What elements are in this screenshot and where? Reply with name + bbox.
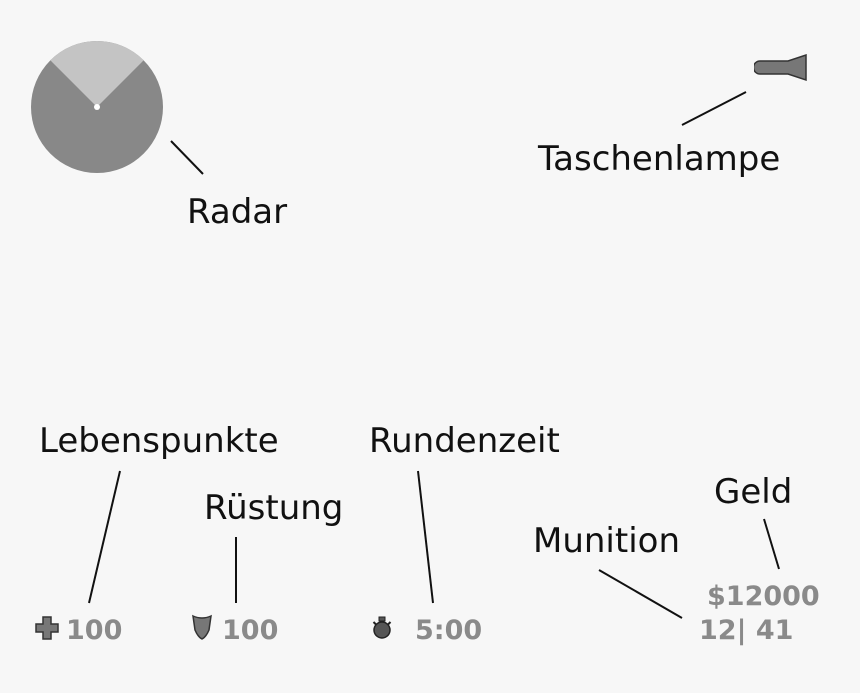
ammo-value: 12| 41 [699, 615, 794, 646]
money-leader-line [763, 518, 780, 570]
armor-value: 100 [222, 615, 279, 646]
radar-icon [31, 40, 163, 173]
ammo-leader-line [598, 569, 683, 619]
ammo-label: Munition [533, 521, 681, 561]
money-value: $12000 [707, 581, 820, 612]
round-time-label: Rundenzeit [369, 421, 560, 461]
health-label: Lebenspunkte [39, 421, 279, 461]
round-time-leader-line [417, 470, 434, 604]
cross-icon [35, 616, 59, 640]
health-leader-line [88, 470, 121, 604]
flashlight-label: Taschenlampe [538, 139, 781, 179]
radar-leader-line [170, 140, 204, 175]
health-value: 100 [66, 615, 123, 646]
stopwatch-icon [372, 616, 392, 639]
shield-icon [192, 614, 212, 640]
money-label: Geld [714, 472, 793, 512]
armor-label: Rüstung [204, 488, 344, 528]
flashlight-icon [754, 54, 807, 82]
radar-label: Radar [187, 192, 288, 232]
flashlight-leader-line [681, 91, 747, 126]
round-time-value: 5:00 [415, 615, 483, 646]
